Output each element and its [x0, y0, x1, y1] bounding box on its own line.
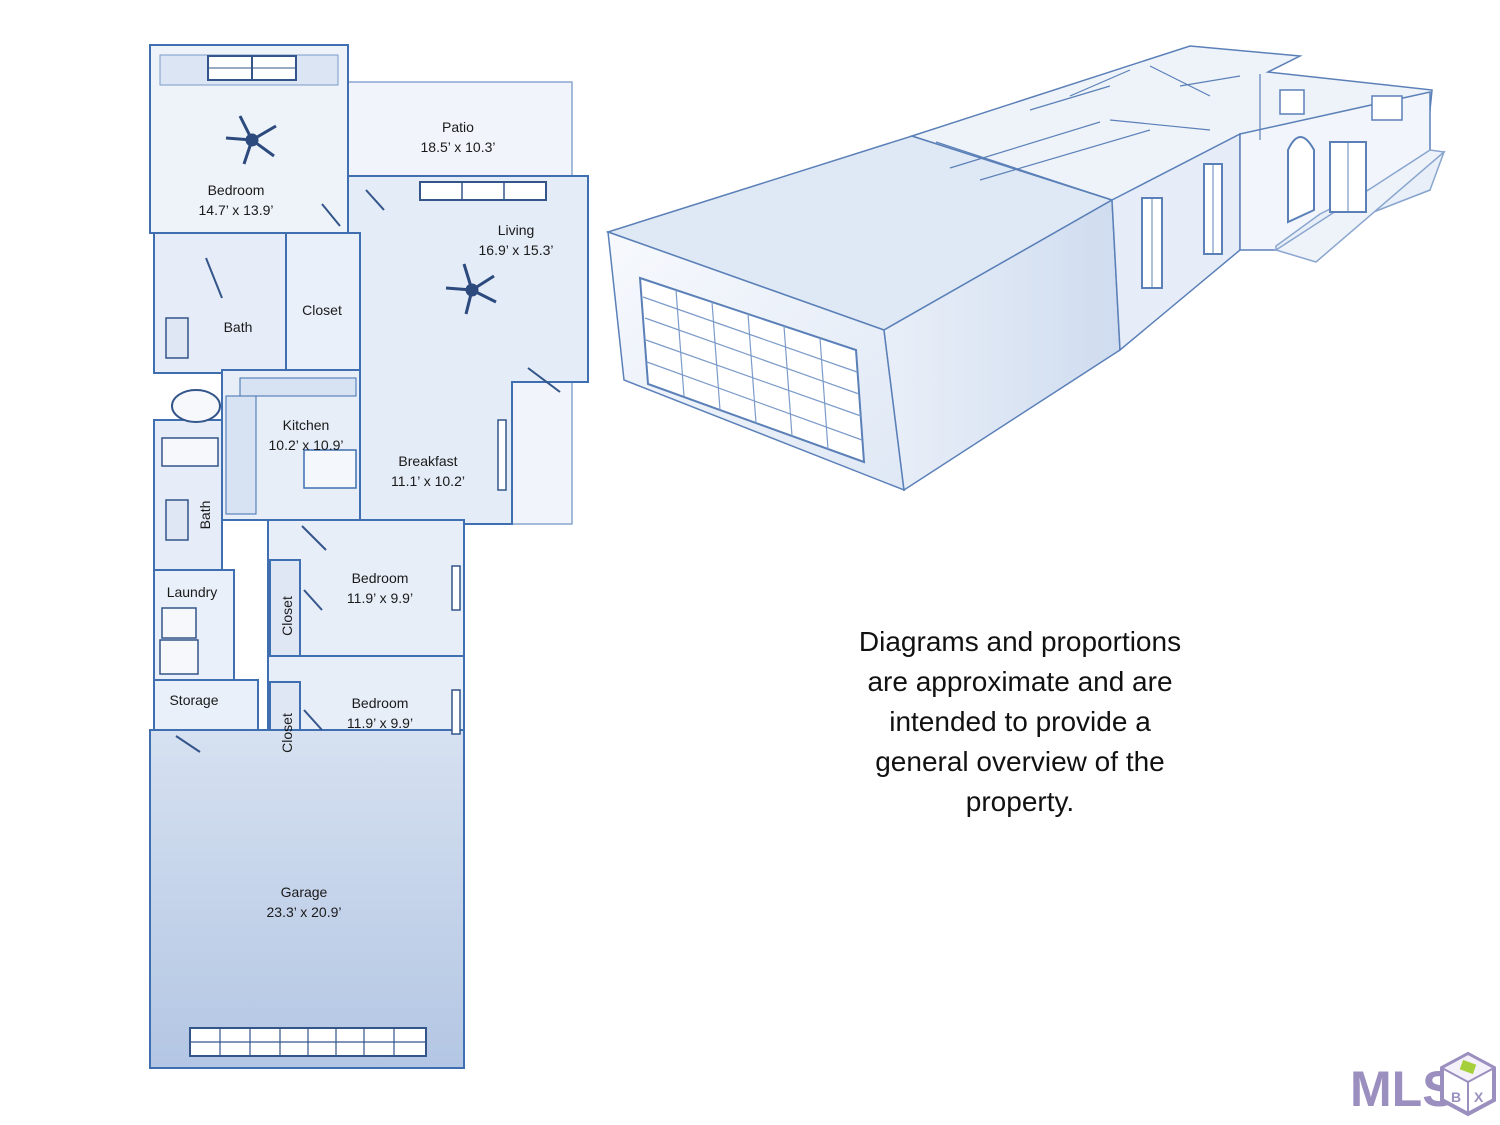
room-label-garage: Garage	[281, 884, 328, 900]
room-label-bedroom-2: Bedroom	[352, 570, 409, 586]
room-label-kitchen: Kitchen	[283, 417, 330, 433]
mls-box-logo: MLS B X	[1350, 1051, 1497, 1117]
floor-plan-2d	[149, 44, 589, 1069]
room-dims-master-bedroom: 14.7’ x 13.9’	[199, 202, 274, 218]
room-dims-living: 16.9’ x 15.3’	[479, 242, 554, 258]
room-label-master-bath: Bath	[224, 319, 253, 335]
room-label-master-bedroom: Bedroom	[208, 182, 265, 198]
washer-icon	[161, 607, 197, 639]
disclaimer-line: general overview of the	[875, 746, 1165, 777]
bathtub-icon	[171, 389, 221, 423]
disclaimer-line: Diagrams and proportions	[858, 626, 1182, 657]
room-label-master-closet: Closet	[302, 302, 342, 318]
box-logo-icon: B X	[1439, 1051, 1497, 1117]
room-dims-patio: 18.5’ x 10.3’	[421, 139, 496, 155]
ceiling-fan-icon	[225, 115, 277, 165]
master-closet-area	[285, 232, 361, 374]
ceiling-fan-icon	[445, 263, 497, 315]
svg-text:B: B	[1451, 1089, 1461, 1105]
room-label-patio: Patio	[442, 119, 474, 135]
room-label-closet-3: Closet	[279, 713, 295, 753]
disclaimer-line: intended to provide a	[889, 706, 1151, 737]
room-dims-kitchen: 10.2’ x 10.9’	[269, 437, 344, 453]
window-living	[419, 181, 547, 201]
isometric-3d-view	[605, 45, 1446, 492]
room-label-laundry: Laundry	[167, 584, 218, 600]
storage-area	[153, 679, 259, 731]
room-label-closet-2: Closet	[279, 596, 295, 636]
room-label-storage: Storage	[169, 692, 218, 708]
arched-door-3d	[1287, 136, 1315, 224]
room-dims-bedroom-2: 11.9’ x 9.9’	[347, 590, 413, 606]
room-label-hall-bath: Bath	[197, 501, 213, 530]
svg-text:X: X	[1474, 1089, 1484, 1105]
room-label-living: Living	[498, 222, 535, 238]
disclaimer-text: Diagrams and proportions are approximate…	[800, 622, 1240, 822]
room-dims-breakfast: 11.1’ x 10.2’	[391, 473, 465, 489]
disclaimer-line: property.	[965, 786, 1075, 817]
room-label-breakfast: Breakfast	[398, 453, 457, 469]
dryer-icon	[159, 639, 199, 675]
room-label-bedroom-3: Bedroom	[352, 695, 409, 711]
room-dims-garage: 23.3’ x 20.9’	[267, 904, 342, 920]
disclaimer-line: are approximate and are	[867, 666, 1173, 697]
room-dims-bedroom-3: 11.9’ x 9.9’	[347, 715, 413, 731]
kitchen-island	[303, 449, 357, 489]
garage-area	[149, 729, 465, 1069]
svg-text:MLS: MLS	[1350, 1061, 1456, 1117]
